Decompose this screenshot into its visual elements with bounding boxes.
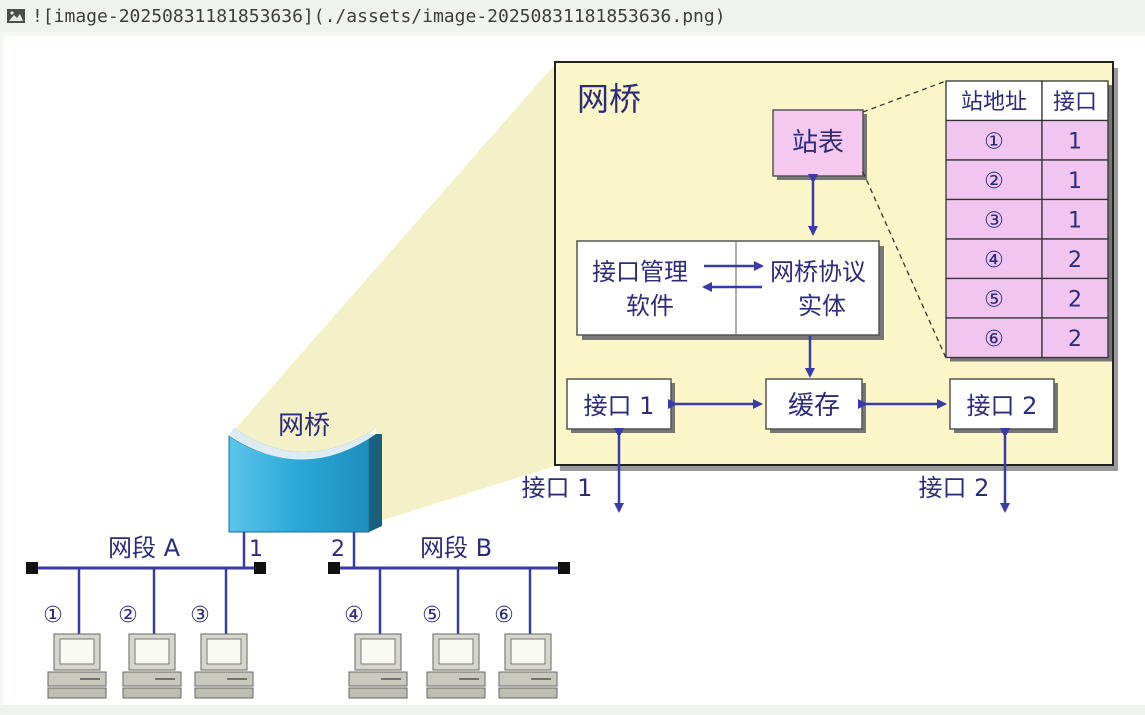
computer-icon <box>426 633 486 699</box>
zoom-dash-top <box>862 80 947 113</box>
computer-icon <box>498 633 558 699</box>
table-cell-address: ② <box>984 169 1004 194</box>
bridge-device-label: 网桥 <box>278 411 330 441</box>
zoom-dash-bottom <box>862 171 947 359</box>
table-cell-address: ⑥ <box>984 327 1004 352</box>
table-cell-address: ① <box>984 130 1004 155</box>
segment-a-terminator-right <box>254 562 266 574</box>
table-cell-port: 1 <box>1068 130 1082 155</box>
table-header: 接口 <box>1053 90 1097 115</box>
station-table-box <box>772 109 864 177</box>
segment-b-terminator-right <box>558 562 570 574</box>
station-table-label: 站表 <box>792 128 844 158</box>
zoom-funnel <box>229 64 555 521</box>
table-header: 站地址 <box>961 90 1027 115</box>
segment-a-label: 网段 A <box>108 534 181 562</box>
table-cell-port: 1 <box>1068 209 1082 234</box>
table-cell-port: 1 <box>1068 169 1082 194</box>
software-left-line2: 软件 <box>626 292 674 320</box>
buffer-box-label: 缓存 <box>788 391 840 421</box>
station-label: ⑥ <box>494 603 514 628</box>
table-row <box>945 159 1043 201</box>
panel-title: 网桥 <box>577 80 641 118</box>
station-label: ④ <box>344 603 364 628</box>
bridge-device <box>228 428 382 533</box>
segment-b-terminator-left <box>328 562 340 574</box>
software-right-line2: 实体 <box>798 292 846 320</box>
table-row <box>945 317 1043 359</box>
computer-icon <box>194 633 254 699</box>
station-label: ③ <box>190 603 210 628</box>
port2-box-label: 接口 2 <box>967 392 1038 420</box>
station-table: 站地址 接口 ① 1 ② 1 ③ 1 ④ 2 ⑤ 2 ⑥ 2 <box>945 80 1112 362</box>
bridge-port2-number: 2 <box>331 537 345 562</box>
table-row <box>945 238 1043 280</box>
station-label: ① <box>43 603 63 628</box>
table-cell-port: 2 <box>1068 288 1082 313</box>
table-cell-port: 2 <box>1068 248 1082 273</box>
computer-icon <box>122 633 182 699</box>
image-icon <box>7 9 25 23</box>
port2-outside-label: 接口 2 <box>919 474 990 502</box>
bridge-port1-number: 1 <box>249 537 263 562</box>
software-left-line1: 接口管理 <box>592 258 688 286</box>
station-label: ⑤ <box>422 603 442 628</box>
markdown-line: ![image-20250831181853636](./assets/imag… <box>0 0 1145 32</box>
segment-a-terminator-left <box>26 562 38 574</box>
computer-icon <box>47 633 107 699</box>
stations: ① ② ③ ④ ⑤ ⑥ <box>43 568 558 699</box>
port2-box <box>949 378 1055 430</box>
computer-icon <box>348 633 408 699</box>
software-right-line1: 网桥协议 <box>770 258 866 286</box>
port1-outside-label: 接口 1 <box>522 474 593 502</box>
markdown-image-link[interactable]: ![image-20250831181853636](./assets/imag… <box>32 5 726 27</box>
table-cell-address: ④ <box>984 248 1004 273</box>
segment-b-label: 网段 B <box>420 534 492 562</box>
table-cell-address: ③ <box>984 209 1004 234</box>
station-label: ② <box>118 603 138 628</box>
port1-box-label: 接口 1 <box>584 392 655 420</box>
table-cell-address: ⑤ <box>984 288 1004 313</box>
table-cell-port: 2 <box>1068 327 1082 352</box>
